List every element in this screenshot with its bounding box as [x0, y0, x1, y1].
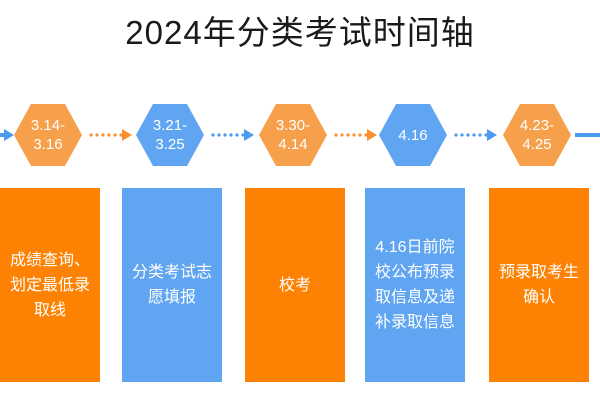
hex-node-4[interactable]: 4.16 [379, 104, 447, 166]
hex-node-3-label: 3.30- 4.14 [275, 117, 311, 153]
hex-node-5[interactable]: 4.23- 4.25 [503, 104, 571, 166]
hex-node-4-label: 4.16 [398, 126, 428, 144]
hex-node-2-label: 3.21- 3.25 [152, 117, 188, 153]
connector-1-2-arrowhead [122, 129, 132, 141]
connector-4-5 [453, 129, 497, 141]
timeline-right-exit-line [575, 129, 600, 141]
connector-2-3 [210, 129, 254, 141]
connector-1-2-dots [88, 133, 122, 137]
hex-node-5-label: 4.23- 4.25 [519, 117, 555, 153]
stage-box-3-text: 校考 [278, 276, 311, 294]
stage-box-5-text: 预录取考生确认 [498, 264, 579, 306]
stage-box-4-text: 4.16日前院校公布预录取信息及递补录取信息 [374, 239, 455, 331]
connector-3-4-arrowhead [367, 129, 377, 141]
stage-box-3[interactable]: 校考 [245, 188, 345, 382]
stage-box-2-text: 分类考试志愿填报 [131, 264, 212, 306]
connector-1-2 [88, 129, 132, 141]
connector-4-5-arrowhead [487, 129, 497, 141]
connector-3-4 [333, 129, 377, 141]
stage-box-row: 成绩查询、划定最低录取线 分类考试志愿填报 校考 4.16日前院校公布预录取信息… [0, 188, 600, 384]
connector-2-3-dots [210, 133, 244, 137]
connector-2-3-arrowhead [244, 129, 254, 141]
right-exit-line-segment [575, 133, 600, 137]
stage-box-4[interactable]: 4.16日前院校公布预录取信息及递补录取信息 [365, 188, 465, 382]
hex-node-2[interactable]: 3.21- 3.25 [136, 104, 204, 166]
timeline-left-entry-arrow [0, 129, 14, 141]
hex-node-1[interactable]: 3.14- 3.16 [14, 104, 82, 166]
stage-box-5[interactable]: 预录取考生确认 [489, 188, 589, 382]
left-entry-arrowhead [4, 129, 14, 141]
hex-node-1-label: 3.14- 3.16 [30, 117, 66, 153]
stage-box-1[interactable]: 成绩查询、划定最低录取线 [0, 188, 100, 382]
connector-3-4-dots [333, 133, 367, 137]
left-entry-line [0, 133, 4, 137]
stage-box-2[interactable]: 分类考试志愿填报 [122, 188, 222, 382]
hex-node-3[interactable]: 3.30- 4.14 [259, 104, 327, 166]
connector-4-5-dots [453, 133, 487, 137]
stage-box-1-text: 成绩查询、划定最低录取线 [9, 251, 90, 319]
page-title: 2024年分类考试时间轴 [125, 14, 475, 51]
hexagon-date-track: 3.14- 3.16 3.21- 3.25 3.30- 4.14 4.16 [0, 100, 600, 172]
